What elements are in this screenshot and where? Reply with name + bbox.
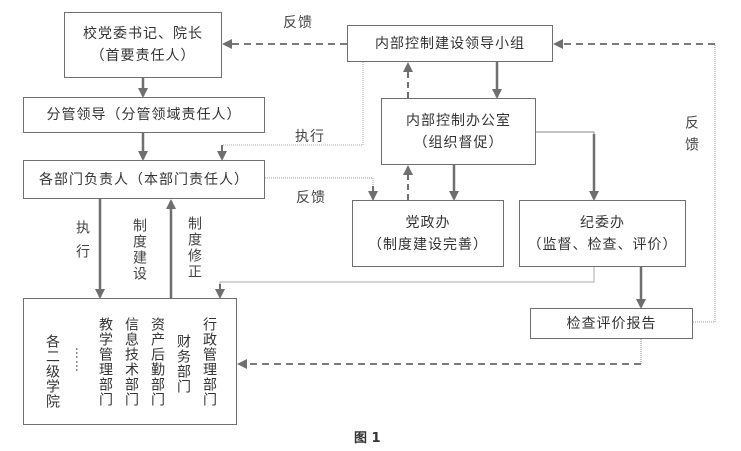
line-office-to-discipline xyxy=(536,131,595,199)
node-discipline-office-title: 纪委办 xyxy=(580,214,625,231)
node-report: 检查评价报告 xyxy=(530,308,693,339)
label-execute-mid: 执行 xyxy=(295,129,325,145)
unit-admin-mgmt: 行政管理部门 xyxy=(201,317,217,407)
unit-finance: 财务部门 xyxy=(175,334,191,394)
node-discipline-office: 纪委办 （监督、检查、评价） xyxy=(519,200,686,267)
label-feedback-right: 反馈 xyxy=(683,115,699,159)
figure-caption: 图 1 xyxy=(354,431,381,446)
unit-teaching-mgmt: 教学管理部门 xyxy=(97,317,113,407)
node-units: 各二级学院 …… 教学管理部门 信息技术部门 资产后勤部门 财务部门 行政管理部… xyxy=(23,298,237,425)
label-system-build: 制度建设 xyxy=(131,218,147,282)
line-discipline-to-units xyxy=(219,267,595,297)
node-dept-heads: 各部门负责人（本部门责任人） xyxy=(23,160,265,199)
node-party-office: 党政办 （制度建设完善） xyxy=(352,200,504,267)
label-feedback-mid: 反馈 xyxy=(296,190,326,206)
unit-ellipsis: …… xyxy=(73,347,87,373)
node-dept-heads-title: 各部门负责人（本部门责任人） xyxy=(39,171,249,188)
label-system-revise: 制度修正 xyxy=(186,216,202,280)
node-leading-group: 内部控制建设领导小组 xyxy=(347,25,553,62)
node-party-office-title: 党政办 xyxy=(405,214,451,231)
node-party-office-role: （制度建设完善） xyxy=(368,236,488,253)
node-division-leaders: 分管领导（分管领域责任人） xyxy=(23,97,265,133)
label-feedback-top: 反馈 xyxy=(283,15,313,31)
label-execute-down: 执行 xyxy=(74,220,90,268)
node-party-secretary-title: 校党委书记、院长 xyxy=(83,26,203,42)
line-execute-to-depts xyxy=(222,62,364,146)
node-discipline-office-role: （监督、检查、评价） xyxy=(527,236,678,253)
node-party-secretary: 校党委书记、院长 （首要责任人） xyxy=(64,12,222,78)
unit-secondary-colleges: 各二级学院 xyxy=(44,334,60,409)
node-control-office-role: （组织督促） xyxy=(413,134,504,151)
unit-asset-logistics: 资产后勤部门 xyxy=(149,317,165,407)
node-report-title: 检查评价报告 xyxy=(566,315,657,332)
node-party-secretary-role: （首要责任人） xyxy=(90,48,196,64)
unit-it-dept: 信息技术部门 xyxy=(123,317,139,407)
node-control-office: 内部控制办公室 （组织督促） xyxy=(381,98,536,165)
line-report-feedback xyxy=(693,44,716,323)
node-leading-group-title: 内部控制建设领导小组 xyxy=(375,35,525,52)
node-division-leaders-title: 分管领导（分管领域责任人） xyxy=(46,107,242,123)
node-control-office-title: 内部控制办公室 xyxy=(406,112,511,129)
